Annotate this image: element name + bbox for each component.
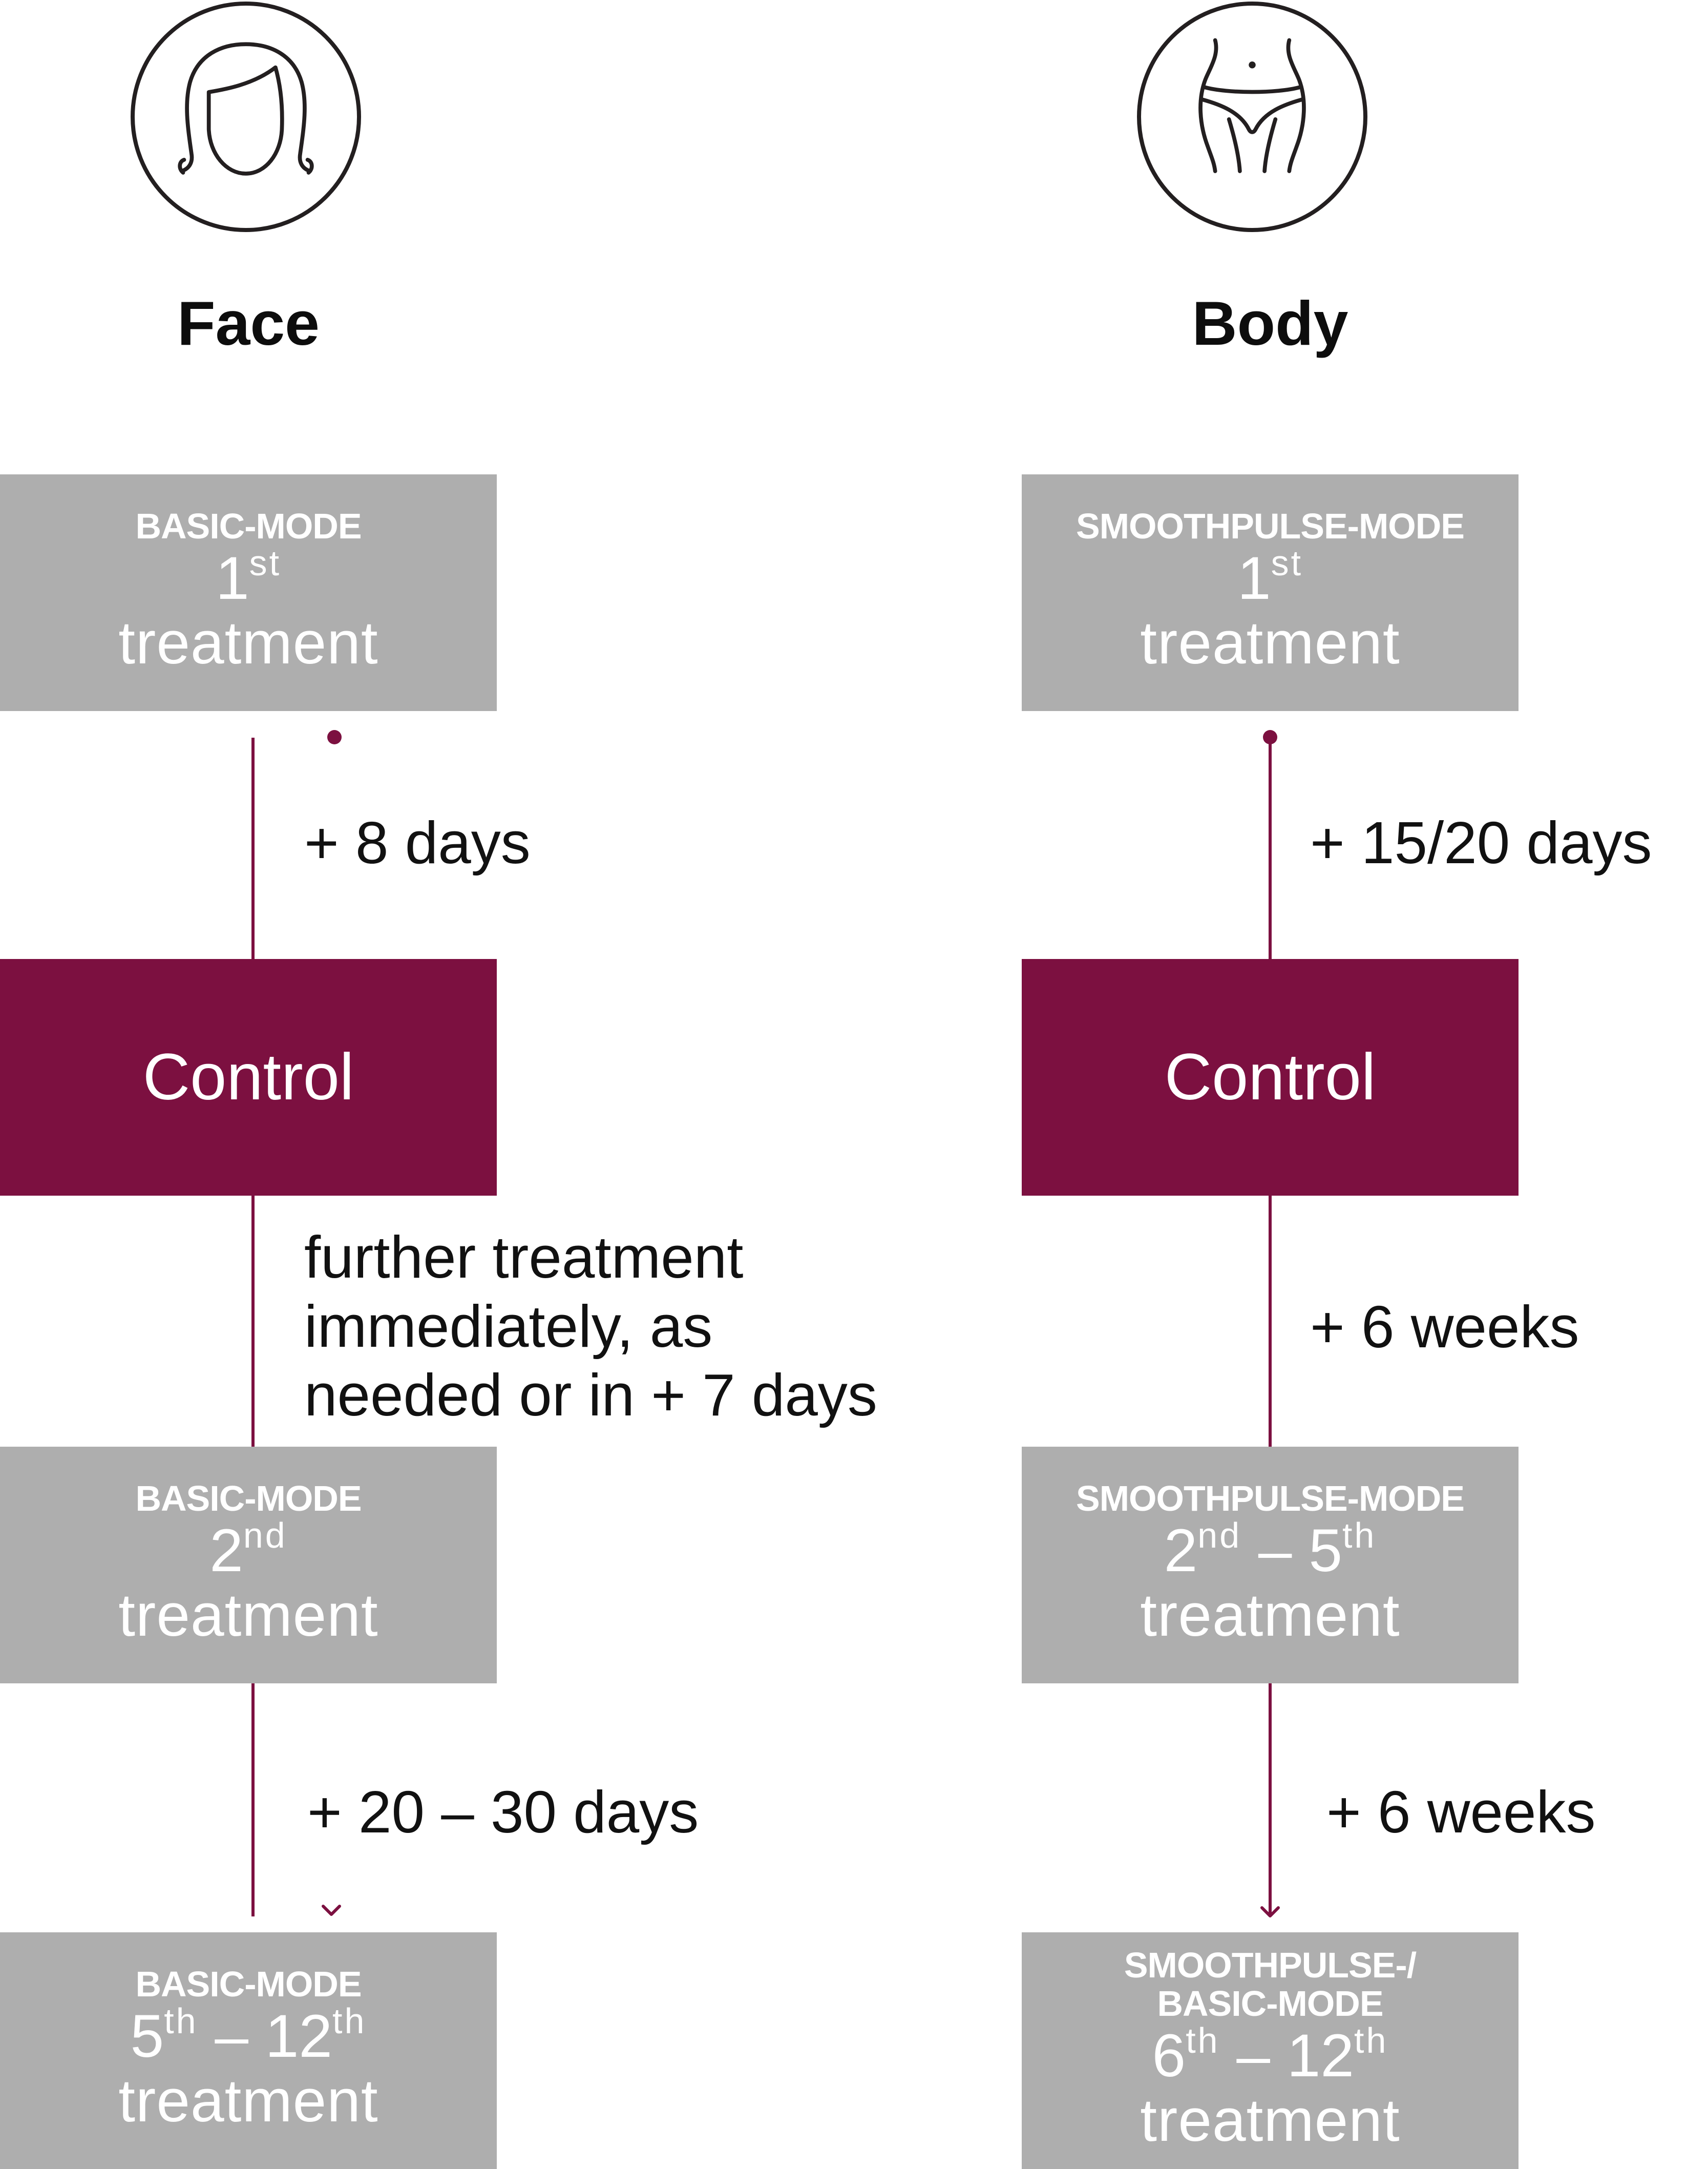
face-connector-3 xyxy=(251,1683,255,1916)
control-label: Control xyxy=(1164,1040,1376,1114)
body-connector-1 xyxy=(1269,738,1272,959)
body-interval-2: + 6 weeks xyxy=(1310,1294,1579,1360)
treatment-label: treatment xyxy=(1140,2086,1400,2154)
interval-line: needed or in + 7 days xyxy=(304,1362,877,1429)
arrowhead-icon xyxy=(1260,1906,1280,1917)
treatment-label: treatment xyxy=(1140,609,1400,677)
face-connector-1 xyxy=(251,738,255,959)
control-label: Control xyxy=(142,1040,354,1114)
body-treatment-1-box: SMOOTHPULSE-MODE 1st treatment xyxy=(1022,474,1519,711)
ordinal-range: 5th – 12th xyxy=(130,2000,367,2070)
ordinal-range: 2nd – 5th xyxy=(1164,1515,1377,1584)
body-icon xyxy=(1198,38,1306,173)
connector-dot xyxy=(327,730,342,744)
face-title: Face xyxy=(177,288,320,358)
mode-label: BASIC-MODE xyxy=(135,1964,362,2005)
body-connector-3 xyxy=(1269,1683,1272,1916)
face-interval-1: + 8 days xyxy=(304,809,531,876)
body-control-box: Control xyxy=(1022,959,1519,1196)
arrowhead-icon xyxy=(322,1905,341,1916)
body-interval-1: + 15/20 days xyxy=(1310,809,1652,876)
treatment-label: treatment xyxy=(118,2067,378,2135)
face-connector-2 xyxy=(251,1196,255,1447)
treatment-label: treatment xyxy=(118,609,378,677)
body-title: Body xyxy=(1192,288,1348,358)
body-interval-3: + 6 weeks xyxy=(1326,1779,1596,1845)
mode-label: SMOOTHPULSE-/ xyxy=(1124,1945,1417,1985)
face-control-box: Control xyxy=(0,959,497,1196)
face-treatment-3-box: BASIC-MODE 5th – 12th treatment xyxy=(0,1932,497,2169)
treatment-label: treatment xyxy=(118,1581,378,1649)
mode-label: SMOOTHPULSE-MODE xyxy=(1076,506,1465,547)
face-icon xyxy=(178,42,314,176)
face-treatment-1-box: BASIC-MODE 1st treatment xyxy=(0,474,497,711)
mode-label: BASIC-MODE xyxy=(1157,1984,1383,2024)
body-icon-circle xyxy=(1137,2,1367,232)
ordinal-range: 6th – 12th xyxy=(1152,2020,1388,2090)
body-connector-2 xyxy=(1269,1196,1272,1447)
interval-line: further treatment xyxy=(304,1224,744,1290)
mode-label: SMOOTHPULSE-MODE xyxy=(1076,1478,1465,1519)
treatment-label: treatment xyxy=(1140,1581,1400,1649)
body-treatment-3-box: SMOOTHPULSE-/ BASIC-MODE 6th – 12th trea… xyxy=(1022,1932,1519,2169)
face-interval-2: further treatment immediately, as needed… xyxy=(304,1223,877,1430)
face-treatment-2-box: BASIC-MODE 2nd treatment xyxy=(0,1447,497,1683)
ordinal: 1st xyxy=(215,543,282,612)
interval-line: immediately, as xyxy=(304,1292,713,1360)
ordinal: 1st xyxy=(1237,543,1303,612)
body-treatment-2-box: SMOOTHPULSE-MODE 2nd – 5th treatment xyxy=(1022,1447,1519,1683)
ordinal: 2nd xyxy=(209,1515,287,1584)
face-icon-circle xyxy=(131,2,361,232)
mode-label: BASIC-MODE xyxy=(135,506,362,547)
mode-label: BASIC-MODE xyxy=(135,1478,362,1519)
face-interval-3: + 20 – 30 days xyxy=(307,1779,699,1845)
